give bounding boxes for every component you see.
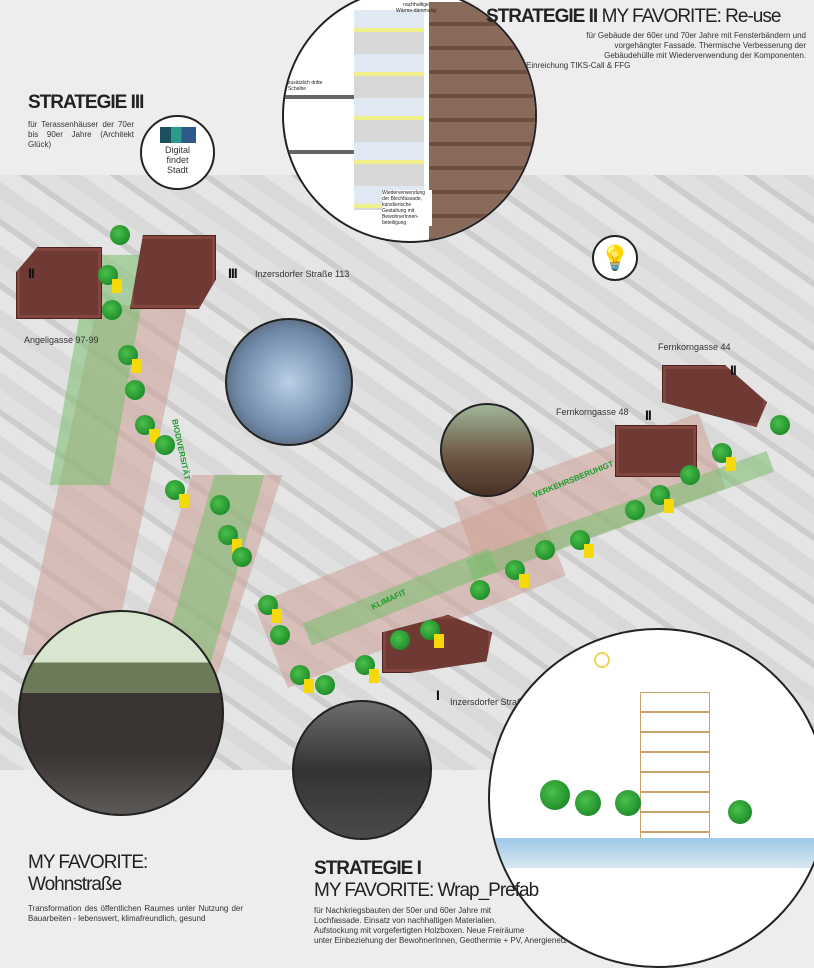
- strategy-2-line: vorgehängter Fassade. Thermische Verbess…: [614, 41, 806, 50]
- strategy-2-block: STRATEGIE II MY FAVORITE: Re-use für Geb…: [486, 6, 806, 71]
- tree-icon: [110, 225, 130, 245]
- wohnstrasse-favorite: MY FAVORITE: Wohnstraße: [28, 852, 148, 895]
- seating-marker: [519, 574, 529, 588]
- photo-forest-canopy: [225, 318, 353, 446]
- label-fernkorngasse-48: Fernkorngasse 48: [556, 407, 629, 417]
- seating-marker: [112, 279, 122, 293]
- seating-marker: [304, 679, 314, 693]
- tree-icon: [390, 630, 410, 650]
- building-inzersdorfer-113: [130, 235, 216, 309]
- tree-icon: [210, 495, 230, 515]
- seating-marker: [232, 539, 242, 553]
- building-angeligasse: [16, 247, 102, 319]
- facade-label-glass: zusätzlich dritte Scheibe: [288, 80, 323, 92]
- strategy-1-line: unter Einbeziehung der BewohnerInnen, Ge…: [314, 936, 567, 945]
- label-inzersdorfer-99: Inzersdorfer Straße 99: [450, 697, 541, 707]
- strategy-1-line: für Nachkriegsbauten der 50er und 60er J…: [314, 906, 491, 915]
- strategy-marker-ii: II: [730, 362, 737, 378]
- facade-label-insulation: nachhaltige Wärme-dämmung: [396, 2, 437, 14]
- seating-marker: [726, 457, 736, 471]
- seating-marker: [132, 359, 142, 373]
- strategy-1-line: Aufstockung mit vorgefertigten Holzboxen…: [314, 926, 525, 935]
- tree-icon: [535, 540, 555, 560]
- label-angeligasse: Angeligasse 97-99: [24, 335, 99, 345]
- aerial-map: II III II II I Inzersdorfer Straße 113 A…: [0, 175, 814, 770]
- strategy-1-favorite: MY FAVORITE: Wrap_Prefab: [314, 880, 539, 901]
- lightbulb-icon: 💡: [592, 235, 638, 281]
- photo-residents: [292, 700, 432, 840]
- tree-icon: [575, 790, 601, 816]
- strategy-2-title: STRATEGIE II: [486, 6, 598, 27]
- tree-icon: [625, 500, 645, 520]
- strategy-1-line: Lochfassade. Einsatz von nachhaltigen Ma…: [314, 916, 497, 925]
- strategy-1-title: STRATEGIE I: [314, 858, 422, 879]
- label-fernkorngasse-44: Fernkorngasse 44: [658, 342, 731, 352]
- tree-icon: [155, 435, 175, 455]
- facade-label-reuse: Wiederverwendung der Blechfassade, künst…: [382, 190, 432, 226]
- digital-findet-stadt-badge: Digital findet Stadt: [140, 115, 215, 190]
- strategy-marker-ii: II: [28, 265, 35, 281]
- strategy-2-favorite: MY FAVORITE: Re-use: [601, 6, 782, 27]
- photo-street-cafe: [18, 610, 224, 816]
- wohnstrasse-text: Transformation des öffentlichen Raumes u…: [28, 904, 243, 923]
- badge-text: Digital findet Stadt: [164, 145, 190, 175]
- seating-marker: [369, 669, 379, 683]
- sun-icon: [594, 652, 610, 668]
- strategy-3-text: für Terassenhäuser der 70er bis 90er Jah…: [28, 120, 134, 149]
- strategy-marker-i: I: [436, 687, 440, 703]
- seating-marker: [434, 634, 444, 648]
- tree-icon: [680, 465, 700, 485]
- tree-icon: [102, 300, 122, 320]
- seating-marker: [664, 499, 674, 513]
- seating-marker: [584, 544, 594, 558]
- label-inzersdorfer-113: Inzersdorfer Straße 113: [255, 269, 350, 279]
- tree-icon: [315, 675, 335, 695]
- seating-marker: [149, 429, 159, 443]
- tree-icon: [728, 800, 752, 824]
- seating-marker: [272, 609, 282, 623]
- tree-icon: [470, 580, 490, 600]
- photo-playground: [440, 403, 534, 497]
- strategy-3-block: STRATEGIE III für Terassenhäuser der 70e…: [28, 92, 168, 150]
- seating-marker: [179, 494, 189, 508]
- strategy-marker-iii: III: [228, 265, 238, 281]
- tree-icon: [125, 380, 145, 400]
- facade-reuse-diagram: nachhaltige Wärme-dämmung zusätzlich dri…: [282, 0, 537, 243]
- strategy-3-title: STRATEGIE III: [28, 92, 144, 113]
- tree-icon: [770, 415, 790, 435]
- tree-icon: [232, 547, 252, 567]
- wohnstrasse-block: MY FAVORITE: Wohnstraße Transformation d…: [28, 852, 243, 924]
- strategy-1-block: STRATEGIE I MY FAVORITE: Wrap_Prefab für…: [314, 858, 654, 946]
- strategy-2-line: für Gebäude der 60er und 70er Jahre mit …: [586, 31, 806, 40]
- strategy-2-line: Einreichung TIKS-Call & FFG: [526, 61, 631, 70]
- strategy-2-line: Gebäudehülle mit Wiederverwendung der Ko…: [604, 51, 806, 60]
- city-skyline-icon: [159, 127, 196, 143]
- tree-icon: [615, 790, 641, 816]
- tree-icon: [540, 780, 570, 810]
- tree-icon: [270, 625, 290, 645]
- strategy-marker-ii: II: [645, 407, 652, 423]
